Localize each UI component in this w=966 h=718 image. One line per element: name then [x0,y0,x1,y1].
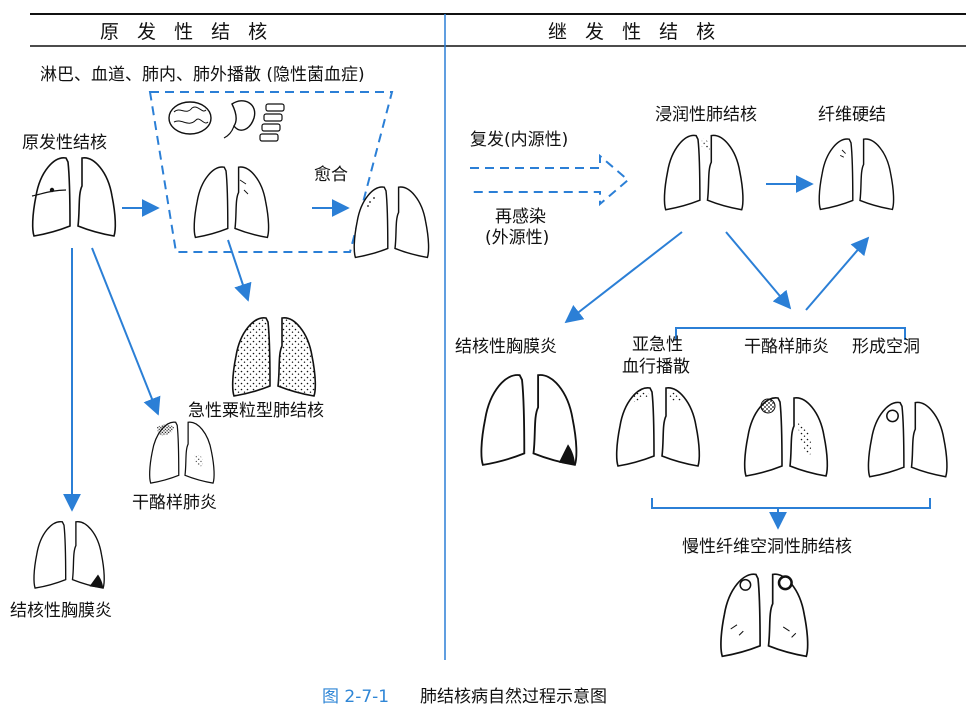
branch-bracket [675,327,906,340]
fibrosis-label: 纤维硬结 [818,105,886,125]
miliary-label: 急性粟粒型肺结核 [188,401,324,421]
spread-label: 淋巴、血道、肺内、肺外播散 (隐性菌血症) [40,65,365,85]
pleurisy-lungs-primary [33,520,105,589]
cavity-lungs [867,401,948,478]
spread-dashed-box [148,91,394,253]
caseous-lungs-primary [149,421,215,484]
caption-text: 肺结核病自然过程示意图 [420,687,607,707]
pleurisy-label-primary: 结核性胸膜炎 [10,601,112,621]
miliary-lungs [231,317,317,397]
secondary-tb-header: 继 发 性 结 核 [548,21,721,43]
caseous-lungs-secondary [743,397,829,477]
healed-lungs [353,186,430,259]
spine-icon [259,103,285,142]
chronic-label: 慢性纤维空洞性肺结核 [682,536,852,557]
primary-arrows [63,199,350,512]
primary-tb-lungs [31,157,117,237]
primary-tb-label: 原发性结核 [22,133,107,153]
brain-icon [168,101,212,135]
subacute-label-2: 血行播散 [622,357,690,377]
caption-number: 图 2-7-1 [322,687,389,707]
primary-tb-header: 原 发 性 结 核 [100,21,273,43]
infiltrative-label: 浸润性肺结核 [655,105,757,125]
merge-bracket [651,498,931,530]
chronic-lungs [720,573,809,658]
relapse-label: 复发(内源性) [470,130,568,150]
fibrosis-lungs [818,138,895,211]
caseous-label-secondary: 干酪样肺炎 [744,337,829,357]
subacute-label-1: 亚急性 [632,335,683,355]
spread-lungs [193,166,270,239]
reinfection-label-1: 再感染 [495,207,546,227]
secondary-arrows [564,175,870,324]
figure-caption: 图 2-7-1 肺结核病自然过程示意图 [322,687,607,707]
infiltrative-lungs [663,134,744,211]
pleurisy-lungs-secondary [480,374,578,466]
relapse-dashed-arrow [470,153,630,207]
healing-label: 愈合 [314,165,348,185]
kidney-icon [223,100,256,139]
reinfection-label-2: (外源性) [485,228,549,248]
subacute-lungs [615,387,701,467]
cavity-label: 形成空洞 [852,337,920,357]
caseous-label-primary: 干酪样肺炎 [132,493,217,513]
header-bar: 原 发 性 结 核 继 发 性 结 核 [30,13,966,660]
pleurisy-label-secondary: 结核性胸膜炎 [455,337,557,357]
